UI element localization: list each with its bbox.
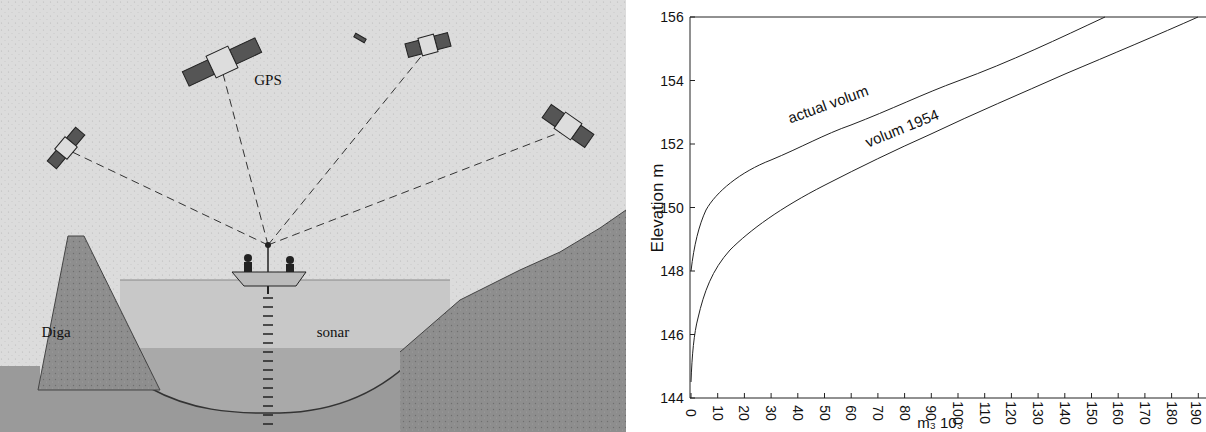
- axis-tick: [877, 393, 878, 398]
- dam-label: Diga: [41, 325, 70, 340]
- sonar-pulse: [263, 378, 273, 380]
- axis-tick-label: 150: [660, 201, 683, 215]
- sonar-pulse: [263, 315, 273, 317]
- axis-tick: [1198, 393, 1199, 398]
- axis-tick-label: 70: [871, 405, 885, 421]
- axis-tick: [690, 144, 695, 145]
- axis-tick-label: 190: [1189, 401, 1203, 424]
- sonar-pulse: [263, 396, 273, 398]
- axis-tick-label: 120: [1004, 401, 1018, 424]
- curve-label: actual volum: [786, 83, 870, 126]
- sonar-pulse: [263, 324, 273, 326]
- axis-tick: [904, 393, 905, 398]
- axis-tick-label: 30: [764, 405, 778, 421]
- axis-tick: [931, 393, 932, 398]
- axis-tick-label: 130: [1031, 401, 1045, 424]
- curve-label: volum 1954: [863, 107, 941, 150]
- axis-tick: [1011, 393, 1012, 398]
- sonar-pulse: [263, 306, 273, 308]
- axis-tick: [797, 393, 798, 398]
- axis-tick: [1144, 393, 1145, 398]
- satellite-label: GPS: [254, 73, 282, 88]
- axis-tick-label: 50: [818, 405, 832, 421]
- sonar-pulse: [263, 387, 273, 389]
- axis-tick-label: 156: [660, 10, 683, 24]
- axis-tick-label: 148: [660, 264, 683, 278]
- axis-tick-label: 144: [660, 391, 683, 405]
- axis-tick: [984, 393, 985, 398]
- axis-tick: [690, 80, 695, 81]
- axis-tick-label: 180: [1165, 401, 1179, 424]
- sonar-pulse: [263, 414, 273, 416]
- axis-title: m₃ 10₃: [917, 414, 963, 429]
- axis-tick: [851, 393, 852, 398]
- axis-tick: [824, 393, 825, 398]
- axis-tick-label: 170: [1138, 401, 1152, 424]
- axis-tick-label: 154: [660, 74, 683, 88]
- axis-tick-label: 160: [1111, 401, 1125, 424]
- axis-tick-label: 152: [660, 137, 683, 151]
- sonar-pulse: [263, 360, 273, 362]
- axis-tick: [1091, 393, 1092, 398]
- axis-tick-label: 20: [737, 405, 751, 421]
- axis-tick: [717, 393, 718, 398]
- sonar-pulse: [263, 297, 273, 299]
- axis-tick: [1038, 393, 1039, 398]
- axis-tick-label: 110: [978, 402, 992, 424]
- sonar-pulse: [263, 423, 273, 425]
- axis-tick-label: 60: [844, 405, 858, 421]
- sonar-pulse: [263, 351, 273, 353]
- axis-tick: [690, 398, 695, 399]
- axis-tick: [1064, 393, 1065, 398]
- sonar-pulse: [263, 342, 273, 344]
- axis-tick-label: 80: [898, 405, 912, 421]
- axis-tick: [771, 393, 772, 398]
- axis-tick-label: 10: [711, 405, 725, 421]
- axis-tick-label: 0: [684, 409, 698, 417]
- axis-tick-label: 146: [660, 328, 683, 342]
- sonar-label: sonar: [317, 325, 350, 340]
- axis-tick-label: 40: [791, 405, 805, 421]
- axis-tick: [958, 393, 959, 398]
- axis-tick: [691, 393, 692, 398]
- axis-tick-label: 150: [1085, 401, 1099, 424]
- sonar-pulse: [263, 405, 273, 407]
- axis-tick: [1118, 393, 1119, 398]
- axis-tick: [690, 17, 695, 18]
- sonar-pulse: [263, 369, 273, 371]
- axis-tick: [690, 207, 695, 208]
- sonar-pulse: [263, 333, 273, 335]
- axis-tick: [744, 393, 745, 398]
- axis-tick: [1171, 393, 1172, 398]
- axis-tick-label: 140: [1058, 401, 1072, 424]
